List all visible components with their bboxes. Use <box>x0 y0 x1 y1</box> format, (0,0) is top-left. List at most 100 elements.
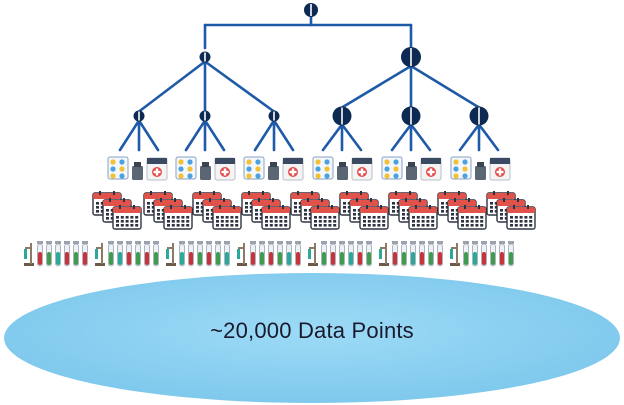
test-tube-icon <box>224 241 230 267</box>
sample-node-icon <box>332 106 352 126</box>
test-tube-icon <box>295 241 301 267</box>
test-tube-icon <box>490 241 496 267</box>
calendar-stack <box>92 191 142 230</box>
test-tube-icon <box>206 241 212 267</box>
branch-line <box>409 64 481 109</box>
test-tube-icon <box>472 241 478 267</box>
calendar-stack <box>486 191 536 230</box>
tree-connectors <box>118 15 500 152</box>
test-tube-icon <box>357 241 363 267</box>
tree-nodes <box>133 3 489 126</box>
branch-line <box>390 123 413 152</box>
test-tube-icon <box>108 241 114 267</box>
sample-node-icon <box>304 3 318 17</box>
test-tube-icon <box>277 241 283 267</box>
sample-node-icon <box>199 110 211 122</box>
calendar-stack <box>437 191 487 230</box>
branch-line <box>340 123 363 152</box>
sample-node-icon <box>401 47 421 67</box>
branch-line <box>203 119 226 152</box>
test-tube-icon <box>348 241 354 267</box>
data-pool-ellipse <box>4 273 620 403</box>
test-tube-icon <box>259 241 265 267</box>
test-tube-icon <box>73 241 79 267</box>
branch-line <box>137 119 160 152</box>
sample-node-icon <box>268 110 280 122</box>
test-tube-row <box>24 241 514 267</box>
calendar-icon <box>408 205 438 230</box>
medication-icon <box>381 156 442 181</box>
calendar-stack <box>143 191 193 230</box>
test-tube-icon <box>117 241 123 267</box>
medication-row <box>107 156 511 181</box>
test-tube-icon <box>410 241 416 267</box>
test-tube-icon <box>250 241 256 267</box>
test-tube-icon <box>321 241 327 267</box>
lab-stand-icon <box>95 243 105 266</box>
test-tube-icon <box>401 241 407 267</box>
branch-line <box>477 123 500 152</box>
medication-icon <box>312 156 373 181</box>
test-tube-icon <box>428 241 434 267</box>
medication-icon <box>175 156 236 181</box>
sample-node-icon <box>199 51 211 63</box>
calendar-icon <box>163 205 193 230</box>
sample-node-icon <box>133 110 145 122</box>
calendar-stack <box>290 191 340 230</box>
test-tube-icon <box>286 241 292 267</box>
branch-line <box>184 119 207 152</box>
test-tube-icon <box>437 241 443 267</box>
calendar-stack <box>192 191 242 230</box>
calendar-stack <box>241 191 291 230</box>
calendar-stack <box>339 191 389 230</box>
calendar-icon <box>506 205 536 230</box>
test-tube-icon <box>339 241 345 267</box>
calendar-icon <box>261 205 291 230</box>
test-tube-icon <box>197 241 203 267</box>
medication-icon <box>450 156 511 181</box>
sample-node-icon <box>401 106 421 126</box>
lab-stand-icon <box>308 243 318 266</box>
calendar-icon <box>112 205 142 230</box>
test-tube-icon <box>508 241 514 267</box>
test-tube-icon <box>179 241 185 267</box>
lab-stand-icon <box>450 243 460 266</box>
test-tube-icon <box>46 241 52 267</box>
calendar-stack <box>388 191 438 230</box>
branch-line <box>458 123 481 152</box>
branch-line <box>137 60 207 113</box>
test-tube-icon <box>366 241 372 267</box>
branch-line <box>272 119 295 152</box>
test-tube-icon <box>37 241 43 267</box>
calendar-icon <box>212 205 242 230</box>
test-tube-icon <box>330 241 336 267</box>
calendar-icon <box>310 205 340 230</box>
sample-node-icon <box>469 106 489 126</box>
medication-icon <box>107 156 168 181</box>
test-tube-icon <box>392 241 398 267</box>
lab-stand-icon <box>166 243 176 266</box>
branch-line <box>409 123 432 152</box>
test-tube-icon <box>55 241 61 267</box>
calendar-row <box>92 191 536 230</box>
branch-line <box>321 123 344 152</box>
calendar-icon <box>457 205 487 230</box>
test-tube-icon <box>144 241 150 267</box>
test-tube-icon <box>215 241 221 267</box>
test-tube-icon <box>135 241 141 267</box>
lab-stand-icon <box>24 243 34 266</box>
lab-stand-icon <box>379 243 389 266</box>
branch-line <box>203 60 276 113</box>
lab-stand-icon <box>237 243 247 266</box>
test-tube-icon <box>126 241 132 267</box>
branch-line <box>118 119 141 152</box>
test-tube-icon <box>463 241 469 267</box>
test-tube-icon <box>188 241 194 267</box>
test-tube-icon <box>268 241 274 267</box>
medication-icon <box>243 156 304 181</box>
branch-line <box>253 119 276 152</box>
test-tube-icon <box>499 241 505 267</box>
test-tube-icon <box>153 241 159 267</box>
data-points-caption: ~20,000 Data Points <box>210 318 414 343</box>
